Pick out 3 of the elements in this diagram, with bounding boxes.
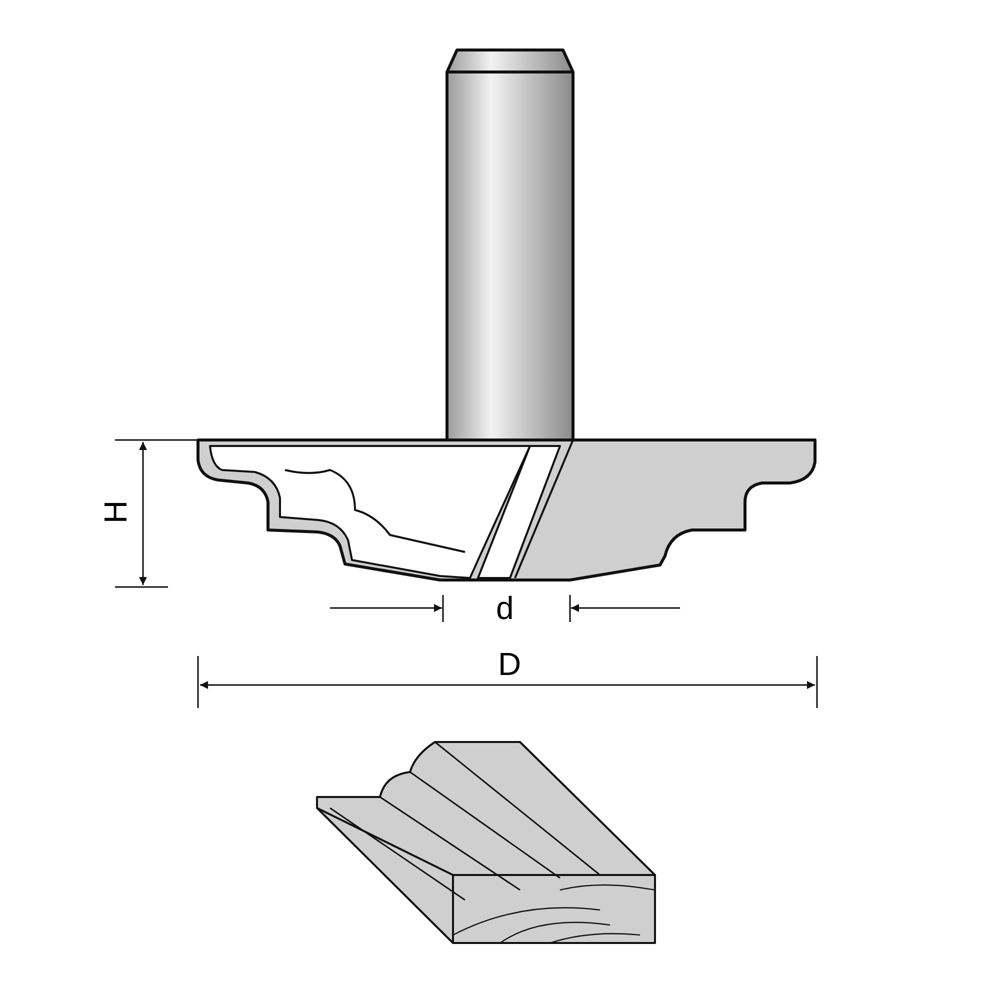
dimension-label: H	[100, 500, 132, 524]
dimension-label: d	[496, 592, 514, 624]
dimension-label: D	[498, 648, 522, 680]
